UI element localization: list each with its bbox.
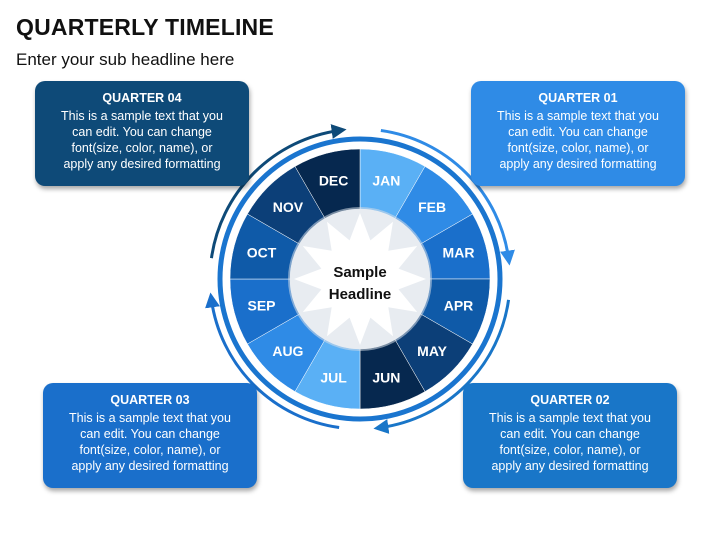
month-label-aug: AUG bbox=[272, 343, 303, 359]
quarter-02-line3: font(size, color, name), or bbox=[499, 443, 641, 457]
center-line1: Sample bbox=[333, 264, 386, 281]
month-label-feb: FEB bbox=[418, 199, 446, 215]
quarter-03-line1: This is a sample text that you bbox=[69, 411, 231, 425]
center-starburst bbox=[294, 213, 426, 345]
quarter-04-line2: can edit. You can change bbox=[72, 125, 212, 139]
quarter-01-line2: can edit. You can change bbox=[508, 125, 648, 139]
quarter-02-title: QUARTER 02 bbox=[530, 393, 610, 407]
quarter-03-line2: can edit. You can change bbox=[80, 427, 220, 441]
quarter-04-card: QUARTER 04 This is a sample text that yo… bbox=[35, 81, 249, 186]
quarter-04-line4: apply any desired formatting bbox=[63, 157, 221, 171]
month-label-dec: DEC bbox=[319, 173, 349, 189]
quarter-04-title: QUARTER 04 bbox=[102, 91, 182, 105]
quarter-01-arrow bbox=[380, 128, 515, 266]
quarter-02-line1: This is a sample text that you bbox=[489, 411, 651, 425]
quarter-01-line4: apply any desired formatting bbox=[499, 157, 657, 171]
quarter-04-line1: This is a sample text that you bbox=[61, 109, 223, 123]
quarter-03-line4: apply any desired formatting bbox=[71, 459, 229, 473]
month-label-nov: NOV bbox=[273, 199, 304, 215]
quarter-02-card: QUARTER 02 This is a sample text that yo… bbox=[463, 383, 677, 488]
month-label-jun: JUN bbox=[372, 370, 400, 386]
quarter-03-title: QUARTER 03 bbox=[110, 393, 190, 407]
quarter-03-line3: font(size, color, name), or bbox=[79, 443, 221, 457]
page-title: QUARTERLY TIMELINE bbox=[16, 14, 274, 40]
quarter-04-line3: font(size, color, name), or bbox=[71, 141, 213, 155]
page-subtitle: Enter your sub headline here bbox=[16, 50, 235, 69]
quarter-01-card: QUARTER 01 This is a sample text that yo… bbox=[471, 81, 685, 186]
month-label-jul: JUL bbox=[320, 370, 347, 386]
quarter-01-line3: font(size, color, name), or bbox=[507, 141, 649, 155]
month-label-apr: APR bbox=[444, 297, 474, 313]
center-line2: Headline bbox=[329, 286, 392, 303]
month-label-oct: OCT bbox=[247, 245, 277, 261]
month-label-may: MAY bbox=[417, 343, 447, 359]
month-label-sep: SEP bbox=[247, 297, 275, 313]
month-label-mar: MAR bbox=[443, 245, 475, 261]
month-segments: JAN FEB MAR APR MAY JUN JUL AUG SEP OCT NOV DEC bbox=[229, 148, 491, 410]
month-label-jan: JAN bbox=[372, 173, 400, 189]
quarter-03-card: QUARTER 03 This is a sample text that yo… bbox=[43, 383, 257, 488]
quarter-04-arrow bbox=[209, 124, 347, 259]
quarter-02-line2: can edit. You can change bbox=[500, 427, 640, 441]
quarter-02-line4: apply any desired formatting bbox=[491, 459, 649, 473]
quarter-01-line1: This is a sample text that you bbox=[497, 109, 659, 123]
quarter-01-title: QUARTER 01 bbox=[538, 91, 618, 105]
